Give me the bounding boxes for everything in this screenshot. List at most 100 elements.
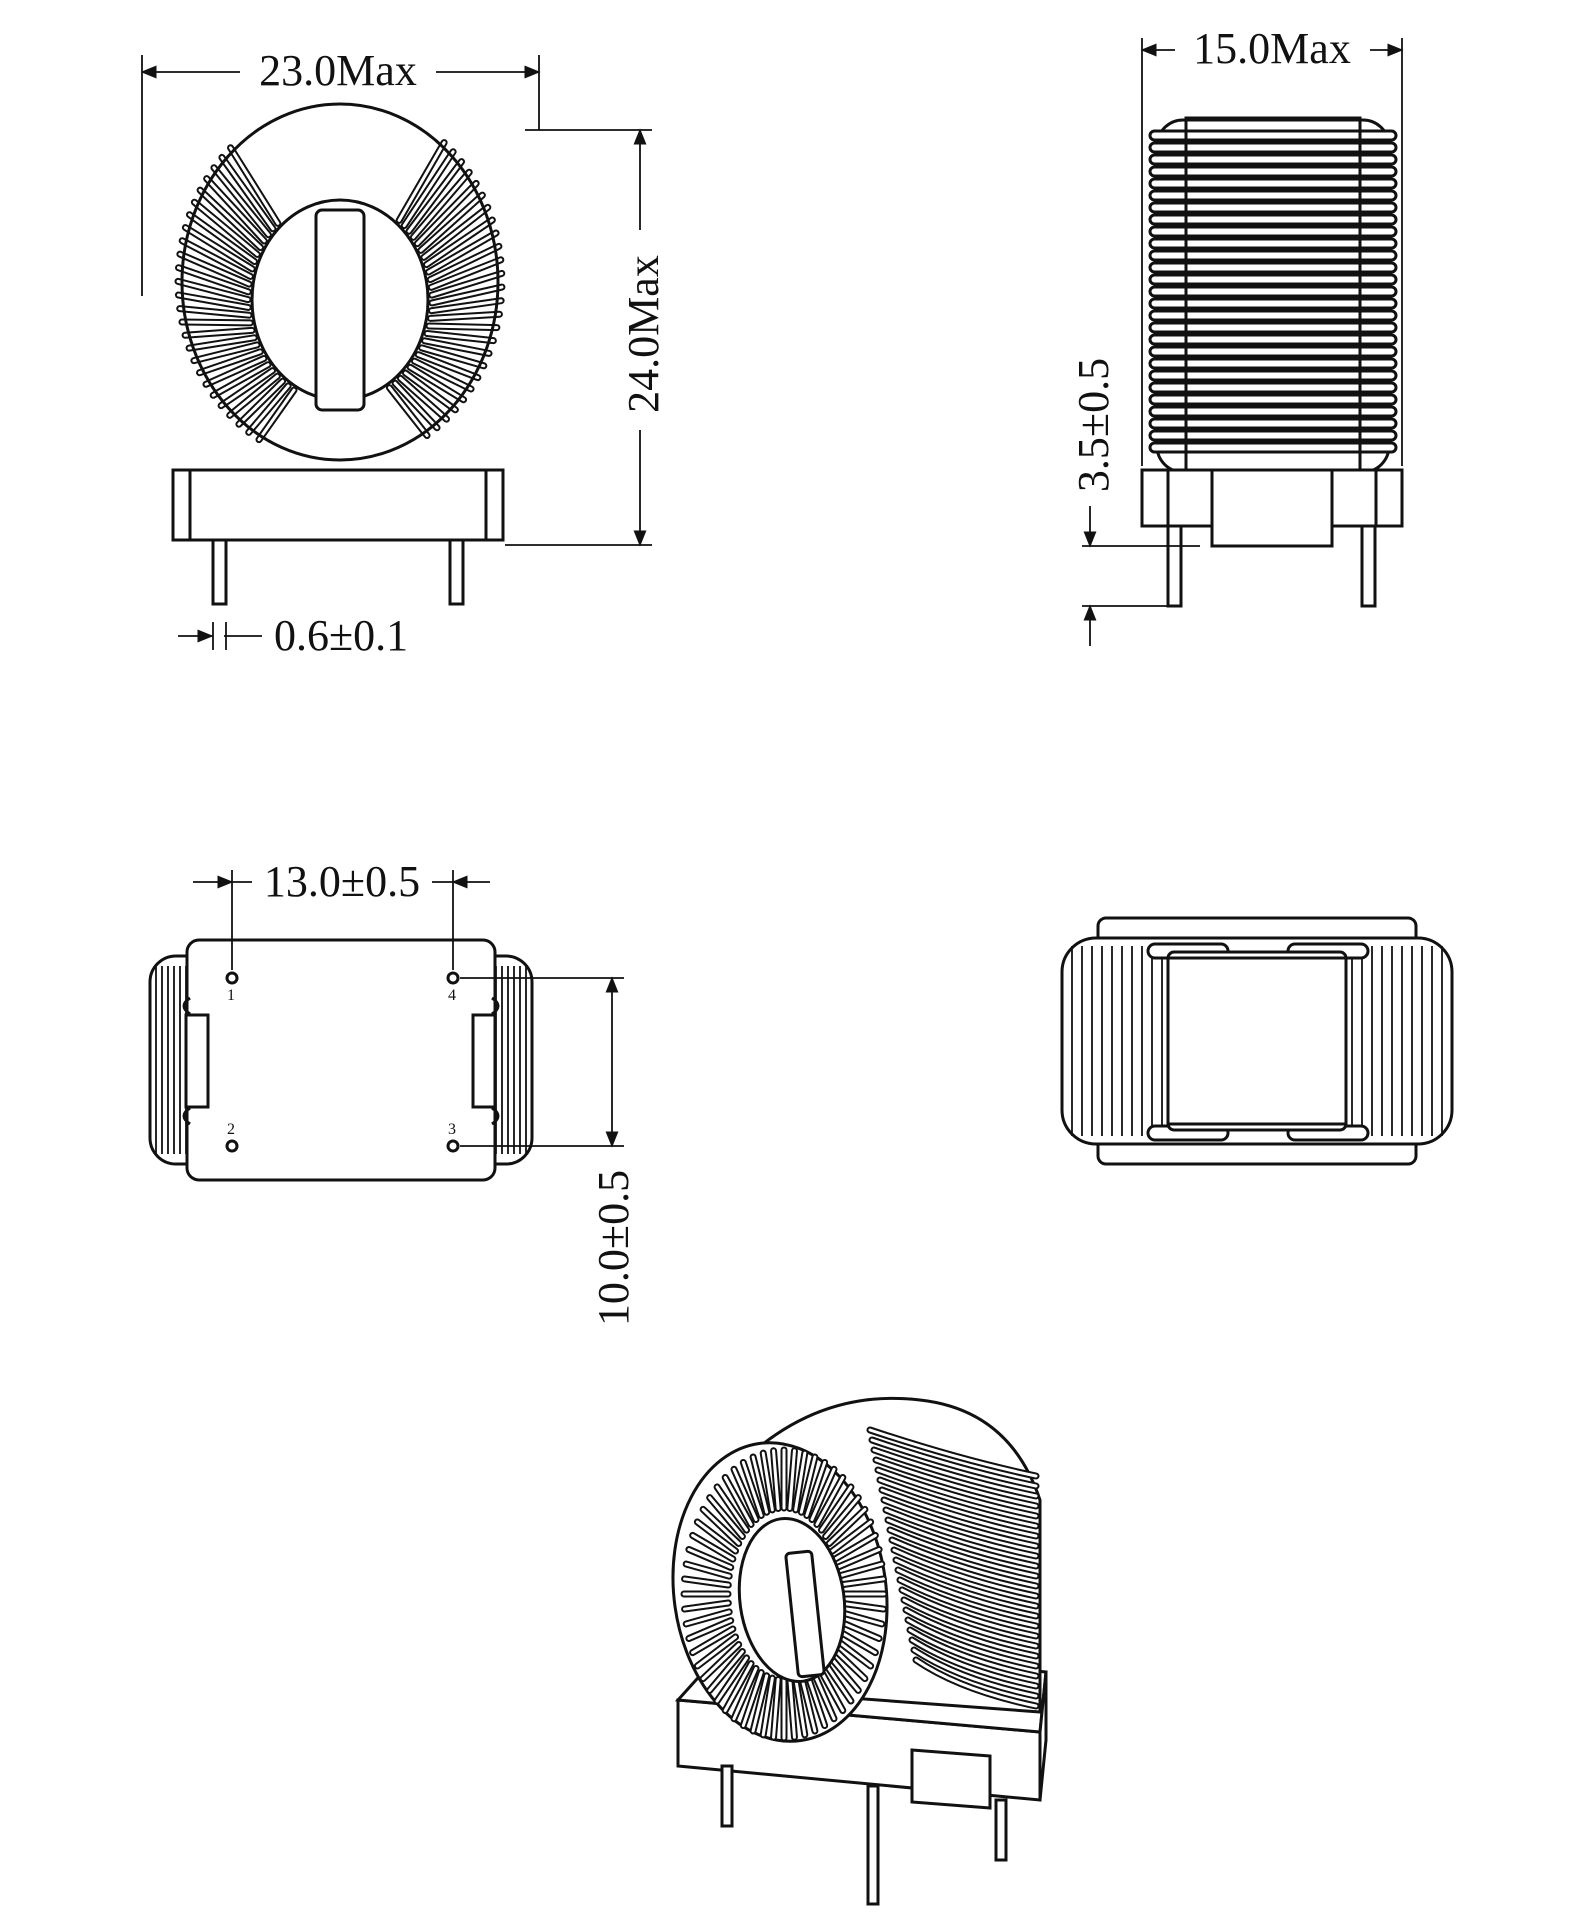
- iso-back-turn-inner: [904, 1608, 1038, 1658]
- front-winding-turn-inner: [428, 244, 501, 282]
- front-winding-turn-inner: [212, 166, 270, 237]
- iso-front-turn-inner: [819, 1485, 853, 1532]
- iso-front-turn-inner: [838, 1577, 885, 1587]
- iso-back-turn-inner: [880, 1488, 1038, 1538]
- dim-width-max: 23.0Max: [259, 46, 417, 95]
- iso-back-turn-inner: [886, 1518, 1038, 1568]
- front-winding-turn-inner: [423, 339, 491, 355]
- iso-back-turn-inner: [894, 1558, 1038, 1608]
- iso-front-turn-inner: [815, 1476, 845, 1526]
- iso-front-turn-inner: [723, 1662, 753, 1712]
- bottom-view: 1 2 3 4 13.0±0.5 10.0±0.5: [148, 857, 638, 1326]
- front-winding-turn-inner: [427, 231, 498, 274]
- iso-back-turn-inner: [896, 1568, 1038, 1618]
- iso-back-windings: [866, 1426, 1040, 1710]
- iso-back-turn-inner: [868, 1428, 1038, 1478]
- iso-back-turn-inner: [906, 1618, 1038, 1668]
- front-winding-turn-inner: [407, 160, 464, 233]
- iso-front-turn-inner: [761, 1676, 774, 1737]
- iso-front-turn-inner: [805, 1671, 827, 1728]
- iso-back-turn-inner: [898, 1578, 1038, 1628]
- front-winding-turn-inner: [387, 386, 429, 437]
- front-pin-right: [448, 538, 465, 606]
- iso-front-turn-inner: [799, 1455, 817, 1514]
- iso-back-turn-inner: [900, 1588, 1038, 1638]
- iso-front-turn-inner: [837, 1562, 884, 1578]
- iso-front-turn-inner: [788, 1449, 796, 1510]
- iso-front-turn-inner: [701, 1643, 741, 1681]
- side-winding-turn: [1148, 285, 1398, 298]
- front-pin-left: [211, 538, 228, 606]
- front-winding-turn-inner: [247, 384, 290, 434]
- front-winding-turn-inner: [187, 213, 257, 264]
- iso-back-turn-inner: [912, 1648, 1038, 1698]
- pin-hole-1: [225, 971, 239, 985]
- front-winding-turn-inner: [430, 271, 504, 297]
- side-winding-turn: [1148, 213, 1398, 226]
- side-winding-turn: [1148, 333, 1398, 346]
- iso-front-turn-inner: [772, 1678, 780, 1739]
- top-view-core-window: [1166, 950, 1348, 1132]
- side-winding-turn: [1148, 309, 1398, 322]
- front-winding-turn-inner: [176, 266, 250, 294]
- iso-front-turn-inner: [687, 1619, 733, 1640]
- iso-front-turn-inner: [701, 1507, 741, 1545]
- front-winding-turn-inner: [419, 193, 484, 252]
- front-winding-turn-inner: [228, 374, 279, 417]
- iso-front-turn-inner: [684, 1610, 731, 1626]
- front-winding-turn-inner: [178, 252, 251, 286]
- iso-back-turn-inner: [892, 1548, 1038, 1598]
- side-winding-turn: [1148, 273, 1398, 286]
- side-winding-turn: [1148, 357, 1398, 370]
- front-winding-turn-inner: [425, 218, 494, 267]
- front-winding-turn-inner: [180, 320, 252, 325]
- front-winding-turn-inner: [429, 312, 501, 320]
- pin-label-1: 1: [227, 987, 235, 1004]
- front-winding-turn-inner: [176, 279, 250, 302]
- side-winding-turn: [1148, 225, 1398, 238]
- front-winding-turn-inner: [420, 346, 486, 368]
- side-view: 15.0Max 3.5±0.5: [1069, 24, 1404, 646]
- iso-back-turn-inner: [874, 1458, 1038, 1508]
- iso-back-turn-inner: [872, 1448, 1038, 1498]
- front-winding-turn-inner: [178, 307, 251, 317]
- iso-front-turn-inner: [732, 1666, 758, 1721]
- iso-front-turn-inner: [691, 1533, 735, 1561]
- side-winding-turn: [1148, 345, 1398, 358]
- front-toroid-coil: [174, 139, 506, 444]
- front-winding-turn-inner: [183, 328, 254, 337]
- side-winding-turn: [1148, 189, 1398, 202]
- side-winding-turn: [1148, 405, 1398, 418]
- side-winding-turn: [1148, 441, 1398, 454]
- side-winding-turn: [1148, 417, 1398, 430]
- iso-back-turn-inner: [876, 1468, 1038, 1518]
- side-winding-turn: [1148, 165, 1398, 178]
- front-winding-turn-inner: [411, 170, 471, 239]
- front-winding-turn-inner: [219, 369, 274, 408]
- front-base: [171, 468, 505, 542]
- dim-height-max: 24.0Max: [619, 255, 668, 413]
- iso-front-turn-inner: [833, 1533, 877, 1561]
- side-winding-turn: [1148, 321, 1398, 334]
- front-view: 23.0Max 24.0Max 0.6±0.1: [140, 46, 668, 660]
- side-pin-right: [1360, 524, 1377, 608]
- iso-back-turn-inner: [878, 1478, 1038, 1528]
- side-windings: [1148, 116, 1398, 476]
- side-winding-turn: [1148, 249, 1398, 262]
- front-winding-turn-inner: [183, 226, 254, 271]
- iso-back-turn-inner: [914, 1658, 1038, 1708]
- front-winding-turn-inner: [429, 258, 503, 289]
- pin-hole-4: [446, 971, 460, 985]
- dim-pin-length: 3.5±0.5: [1069, 358, 1118, 492]
- dim-depth-max: 15.0Max: [1193, 24, 1351, 73]
- side-winding-turn: [1148, 201, 1398, 214]
- iso-pin-3: [994, 1798, 1008, 1862]
- pin-hole-3: [446, 1139, 460, 1153]
- front-winding-turn-inner: [198, 350, 262, 375]
- pin-label-3: 3: [448, 1121, 456, 1138]
- side-winding-turn: [1148, 177, 1398, 190]
- iso-front-turn-inner: [827, 1507, 867, 1545]
- side-winding-turn: [1148, 297, 1398, 310]
- iso-front-turn-inner: [715, 1656, 749, 1703]
- front-winding-turn-inner: [422, 205, 490, 259]
